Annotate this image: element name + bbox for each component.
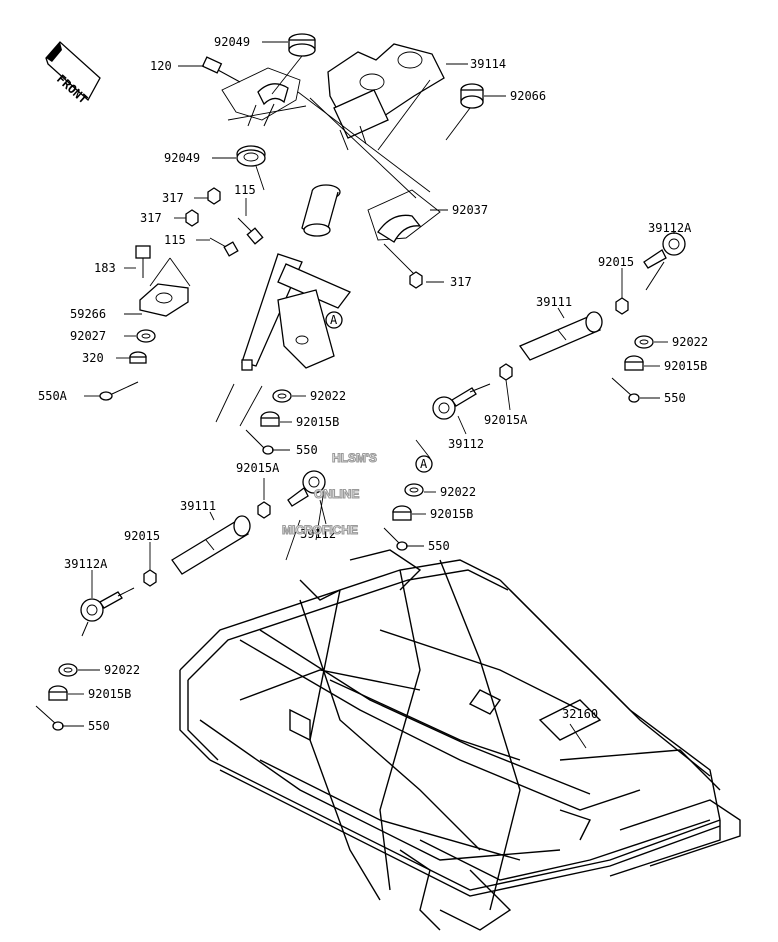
nut-317-a [207, 187, 221, 205]
cotter-pin-550A [99, 381, 139, 401]
bolt-115-a [237, 217, 264, 245]
tie-rod-39111-right [519, 311, 603, 361]
watermark-line3: MICROFICHE [282, 523, 358, 537]
nut-92015-right [615, 297, 629, 315]
cotter-pin-550-center [383, 527, 408, 551]
callout-92015-right: 92015 [598, 255, 634, 269]
callout-39111-right: 39111 [536, 295, 572, 309]
nut-317-c [409, 271, 423, 289]
frame-32160 [179, 549, 741, 931]
cotter-pin-550-mid [245, 429, 274, 455]
cotter-pin-550-left [35, 705, 64, 731]
callout-317-b: 317 [140, 211, 162, 225]
callout-120: 120 [150, 59, 172, 73]
cap-92066 [460, 83, 484, 109]
callout-92049-top: 92049 [214, 35, 250, 49]
callout-39112A-right: 39112A [648, 221, 692, 235]
callout-183: 183 [94, 261, 116, 275]
leader-lines-upper [227, 55, 471, 277]
callout-317-a: 317 [162, 191, 184, 205]
callout-92015B-left: 92015B [88, 687, 131, 701]
collar-92049-lower [236, 145, 266, 167]
washer-92022-mid [272, 389, 292, 403]
callout-92049-lower: 92049 [164, 151, 200, 165]
washer-92022-left [58, 663, 78, 677]
collar-92049-top [288, 33, 316, 57]
callout-92037: 92037 [452, 203, 488, 217]
callout-92066: 92066 [510, 89, 546, 103]
callout-labels: 92049 120 39114 92066 92049 317 115 317 … [38, 35, 708, 733]
callout-320: 320 [82, 351, 104, 365]
handlebar-holder-39114 [327, 43, 445, 151]
callout-32160: 32160 [562, 707, 598, 721]
callout-39112-right: 39112 [448, 437, 484, 451]
bolt-115-b [209, 237, 239, 257]
clamp-upper [221, 67, 301, 127]
callout-A1: A [330, 313, 338, 327]
front-arrow-icon: FRONT [45, 41, 101, 106]
bolt-120 [201, 56, 241, 83]
callout-39114: 39114 [470, 57, 506, 71]
callout-550-left: 550 [88, 719, 110, 733]
callout-92027: 92027 [70, 329, 106, 343]
callout-550-mid: 550 [296, 443, 318, 457]
washer-92022-center [404, 483, 424, 497]
nut-317-b [185, 209, 199, 227]
nut-92015A-left [257, 501, 271, 519]
tie-rod-end-39112A-left [80, 587, 135, 637]
nut-92015A-right [499, 363, 513, 381]
callout-39112-left: 39112 [300, 527, 336, 541]
callout-92015B-center: 92015B [430, 507, 473, 521]
callout-92015B-mid: 92015B [296, 415, 339, 429]
callout-550A: 550A [38, 389, 68, 403]
steering-shaft-sleeve [301, 184, 341, 237]
callout-92015A-left: 92015A [236, 461, 280, 475]
callout-92022-left: 92022 [104, 663, 140, 677]
callout-92022-mid: 92022 [310, 389, 346, 403]
tie-rod-end-39112-left [285, 470, 326, 561]
callout-550-right: 550 [664, 391, 686, 405]
callout-92022-center: 92022 [440, 485, 476, 499]
callout-317-c: 317 [450, 275, 472, 289]
washer-92027 [136, 329, 156, 343]
callout-92015B-right: 92015B [664, 359, 707, 373]
callout-39111-left: 39111 [180, 499, 216, 513]
watermark-line1: HLSM'S [332, 451, 377, 465]
callout-59266: 59266 [70, 307, 106, 321]
nut-92015B-right [624, 355, 644, 371]
callout-115-b: 115 [164, 233, 186, 247]
clamp-lower [367, 189, 441, 243]
watermark-line2: ONLINE [314, 487, 359, 501]
nut-92015B-left [48, 685, 68, 701]
nut-92015B-center [392, 505, 412, 521]
bearing-holder-59266 [139, 257, 191, 317]
watermark: HLSM'S ONLINE MICROFICHE [281, 450, 377, 537]
leader-right: A [415, 439, 433, 473]
tie-rod-end-39112-right [432, 383, 491, 420]
callout-92015A-right: 92015A [484, 413, 528, 427]
nut-320 [129, 351, 147, 364]
callout-92022-right: 92022 [672, 335, 708, 349]
washer-92022-right [634, 335, 654, 349]
cotter-pin-550-right [611, 377, 640, 403]
bolt-183 [135, 245, 151, 278]
callout-leaders [62, 41, 675, 749]
callout-115-a: 115 [234, 183, 256, 197]
tie-rod-39111-left [171, 515, 251, 575]
callout-A2: A [420, 457, 428, 471]
tie-rod-end-39112A-right [643, 232, 686, 291]
callout-550-center: 550 [428, 539, 450, 553]
steering-column-bracket: A [215, 253, 352, 427]
callout-92015-left: 92015 [124, 529, 160, 543]
nut-92015B-mid [260, 411, 280, 427]
callout-39112A-left: 39112A [64, 557, 108, 571]
nut-92015-left [143, 569, 157, 587]
